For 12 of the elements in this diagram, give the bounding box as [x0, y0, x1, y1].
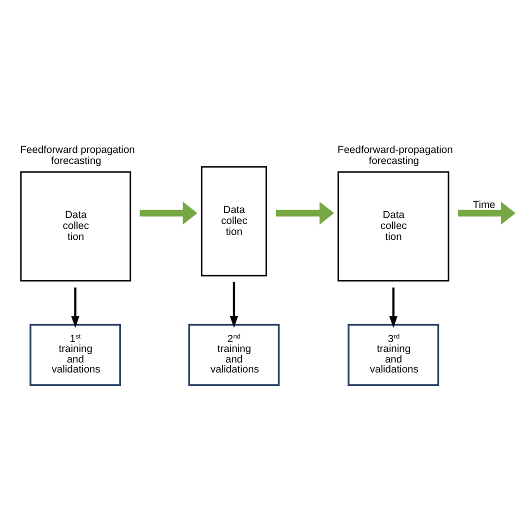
arrow: [458, 202, 516, 225]
arrow: [230, 282, 238, 328]
node-box: 1$^{st}$ training and validations: [30, 324, 122, 386]
arrow: [389, 288, 398, 328]
node-label: Feedforward-propagation forecasting: [338, 145, 453, 168]
edge-label: Time: [472, 200, 496, 212]
node-box: 3$^{rd}$ training and validations: [348, 324, 440, 386]
arrow: [71, 288, 80, 328]
node-box: 2$^{nd}$ training and validations: [188, 324, 280, 386]
arrow: [276, 202, 334, 225]
node-label: Feedforward propagation forecasting: [20, 145, 135, 168]
arrow: [140, 202, 198, 225]
